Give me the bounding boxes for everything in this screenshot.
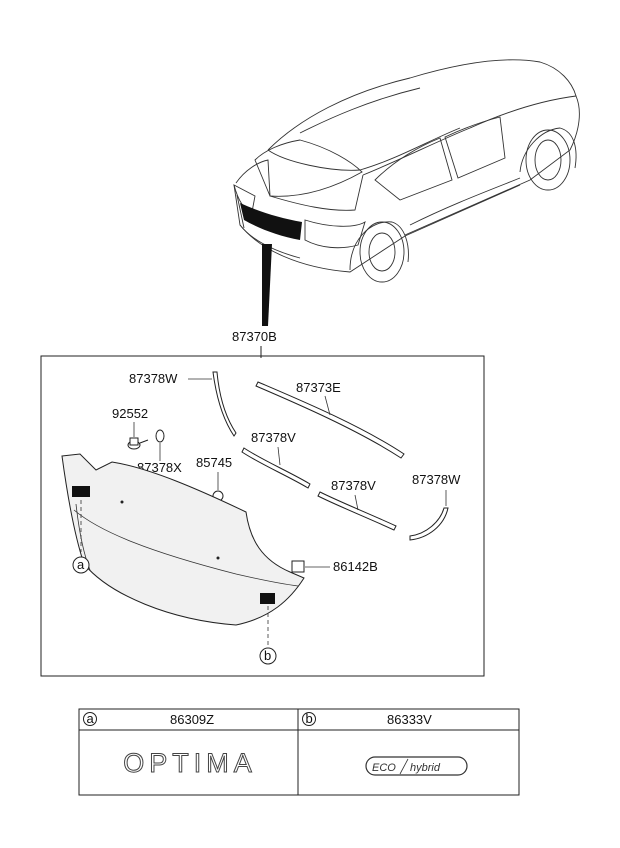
table-key-a-text: a [87,711,95,726]
callout-b-text: b [264,648,271,663]
emblem-table: a 86309Z b 86333V OPTIMA ECO hybrid [78,708,520,796]
table-key-b [302,712,316,726]
callout-b [259,647,277,665]
label-molding-w-right: 87378W [412,472,461,487]
label-molding-e: 87373E [296,380,341,395]
garnish-pointer [262,244,272,326]
hybrid-text: hybrid [410,762,441,774]
clip-92552 [127,437,149,450]
table-key-b-text: b [306,711,313,726]
assembly-label: 87370B [232,329,277,344]
trunk-garnish-panel [61,453,305,626]
molding-v-left [241,447,311,489]
pad-87378x [155,429,165,443]
molding-v-right [317,491,397,531]
callout-a [72,556,90,574]
trunk-garnish-highlight [240,203,302,240]
label-molding-v-left: 87378V [251,430,296,445]
label-clip: 92552 [112,406,148,421]
emblem-mount-b [260,593,275,604]
car-illustration [233,59,580,326]
label-nut: 85745 [196,455,232,470]
molding-87373e [255,381,405,459]
label-molding-v-right: 87378V [331,478,376,493]
label-molding-w-left: 87378W [129,371,178,386]
eco-text: ECO [372,762,396,774]
eco-hybrid-badge [365,756,468,776]
clip-86142b [291,560,305,573]
optima-emblem: OPTIMA [123,748,257,778]
molding-w-right [409,507,449,541]
molding-w-left [212,371,237,437]
table-part-b: 86333V [387,712,432,727]
callout-a-text: a [77,557,85,572]
emblem-mount-a [72,486,90,497]
label-clip-b: 86142B [333,559,378,574]
table-part-a: 86309Z [170,712,214,727]
exploded-view-frame [40,355,485,677]
table-key-a [83,712,97,726]
